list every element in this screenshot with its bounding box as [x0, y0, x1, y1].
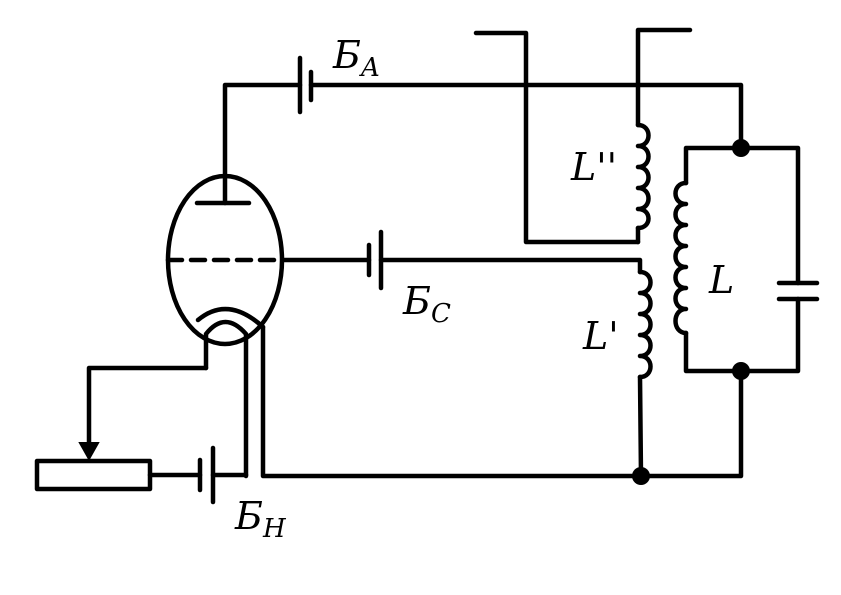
capacitor-bottom-wire	[738, 296, 801, 374]
capacitor-top-wire	[738, 145, 801, 286]
anode-supply-wire	[308, 82, 744, 151]
label-coil-grid: L'	[582, 314, 619, 358]
feedback-left-terminal-wire	[473, 30, 641, 245]
tube-heater-filament	[203, 319, 249, 479]
coil-tank	[673, 180, 689, 336]
label-battery-grid: БC	[402, 279, 451, 329]
tank-circuit	[638, 139, 820, 479]
tank-bottom-left-wire	[683, 330, 744, 374]
label-coil-tank: L	[708, 258, 734, 302]
feedback-right-terminal-wire	[635, 27, 693, 128]
feedback-coil-group	[473, 27, 693, 245]
tank-return-wire	[638, 368, 744, 479]
tube-cathode	[195, 306, 266, 330]
junction-dot-ground	[632, 467, 650, 485]
grid-circuit	[280, 229, 653, 479]
rheostat-slider-wire	[86, 365, 209, 446]
vacuum-tube	[165, 173, 285, 479]
rheostat-slider-arrow	[78, 442, 100, 462]
cathode-return-wire	[260, 324, 644, 479]
heater-circuit	[34, 365, 249, 505]
coil-feedback	[635, 122, 651, 231]
label-battery-heater: БH	[234, 494, 287, 544]
coil-grid	[637, 269, 653, 380]
grid-supply-wire	[378, 257, 643, 275]
label-battery-anode: БA	[332, 33, 380, 83]
label-coil-feedback: L''	[570, 145, 617, 189]
anode-circuit	[222, 55, 744, 206]
tank-top-left-wire	[683, 145, 744, 186]
anode-lead-wire	[222, 82, 303, 206]
rheostat-body	[34, 458, 153, 492]
junction-dot-top	[732, 139, 750, 157]
grid-coil-return-wire	[637, 374, 644, 479]
